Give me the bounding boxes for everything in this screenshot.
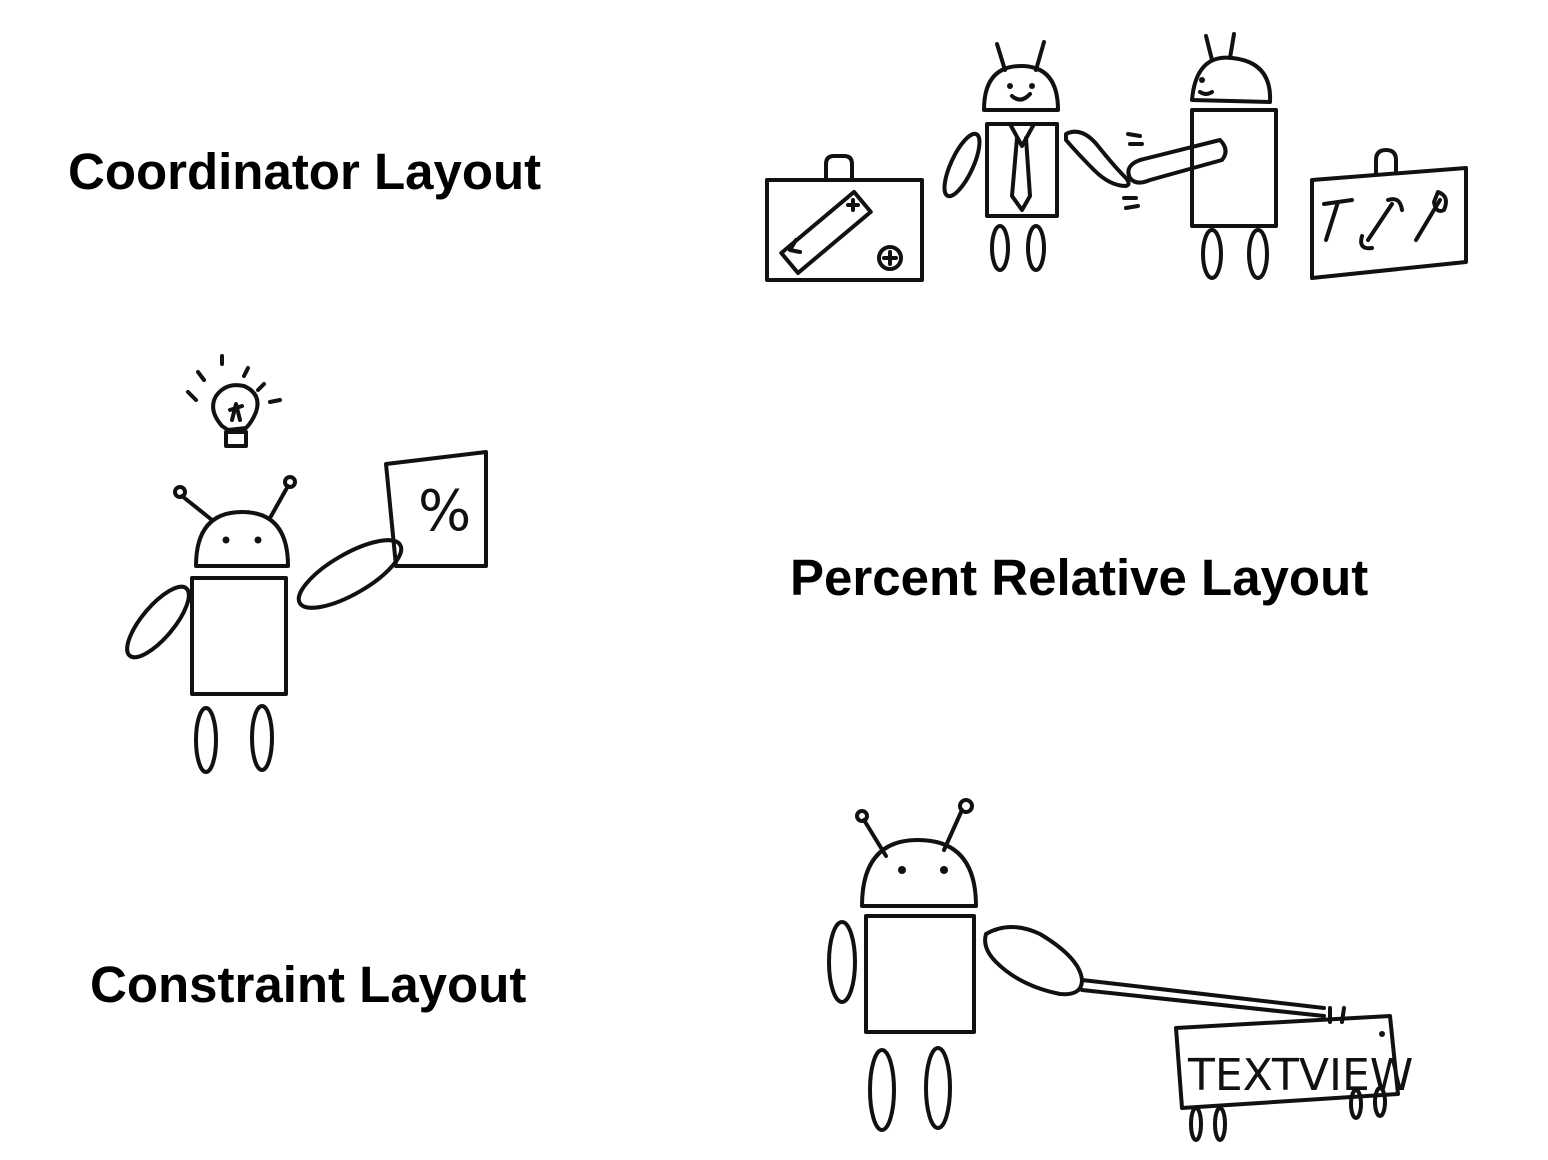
percent-illustration: % bbox=[125, 354, 488, 774]
lightbulb-icon bbox=[186, 354, 282, 448]
textview-box: TEXTVIEW bbox=[1174, 1006, 1413, 1142]
robot-pulling bbox=[827, 798, 1084, 1132]
percent-sign: % bbox=[418, 479, 471, 544]
percent-card: % bbox=[384, 450, 488, 568]
tools-suitcase bbox=[1310, 148, 1468, 280]
coordinator-illustration bbox=[765, 32, 1468, 282]
robot-with-idea bbox=[125, 475, 404, 774]
rope bbox=[1080, 978, 1326, 1018]
robot-with-tie bbox=[942, 40, 1131, 272]
coordinator-layout-label: Coordinator Layout bbox=[68, 143, 542, 200]
constraint-illustration: TEXTVIEW bbox=[827, 798, 1413, 1142]
percent-relative-layout-label: Percent Relative Layout bbox=[790, 549, 1369, 606]
textview-text: TEXTVIEW bbox=[1187, 1050, 1413, 1101]
battery-suitcase bbox=[765, 154, 924, 282]
robot-shaking-hands bbox=[1126, 32, 1278, 280]
constraint-layout-label: Constraint Layout bbox=[90, 956, 527, 1013]
